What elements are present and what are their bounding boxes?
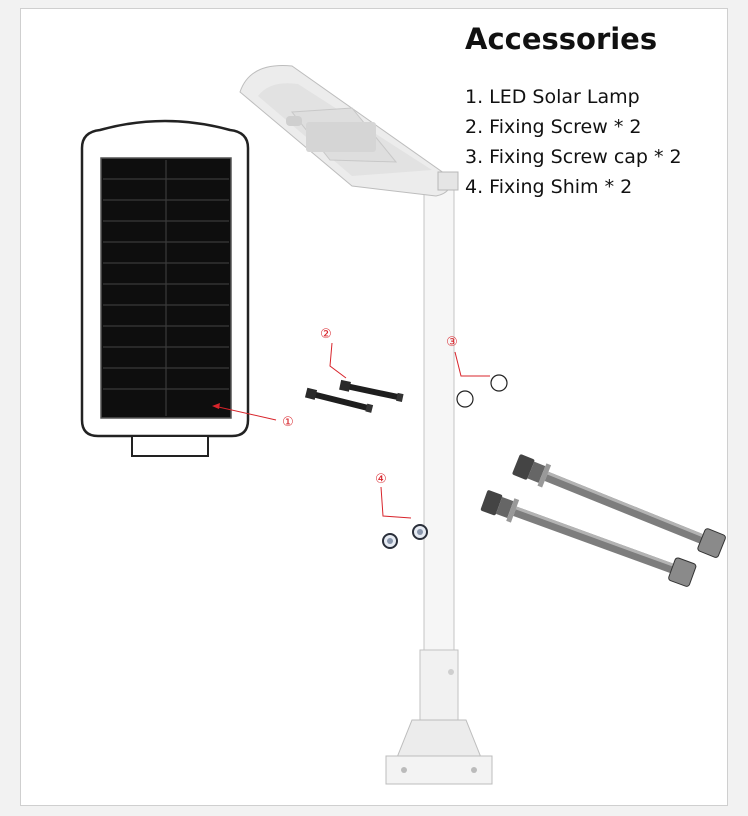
led-lamp-head [239, 65, 459, 197]
list-item: 1. LED Solar Lamp [465, 86, 640, 108]
list-item: 2. Fixing Screw * 2 [465, 116, 642, 138]
callout-1: ① [282, 415, 294, 430]
callout-4: ④ [375, 472, 387, 487]
fixing-screws-small [304, 379, 404, 413]
fixing-screw-caps [456, 374, 508, 408]
solar-panel [80, 119, 250, 457]
list-item: 3. Fixing Screw cap * 2 [465, 146, 682, 168]
callout-2: ② [320, 327, 332, 342]
callout-3: ③ [446, 335, 458, 350]
list-item: 4. Fixing Shim * 2 [465, 176, 633, 198]
accessories-heading: Accessories [465, 22, 658, 56]
callout-leaders [213, 342, 490, 519]
accessories-list: 1. LED Solar Lamp 2. Fixing Screw * 2 3.… [465, 82, 682, 202]
fixing-bolts-large [480, 454, 726, 587]
fixing-shims [382, 524, 428, 549]
street-pole [385, 187, 493, 785]
callout-arrowheads [212, 403, 220, 409]
